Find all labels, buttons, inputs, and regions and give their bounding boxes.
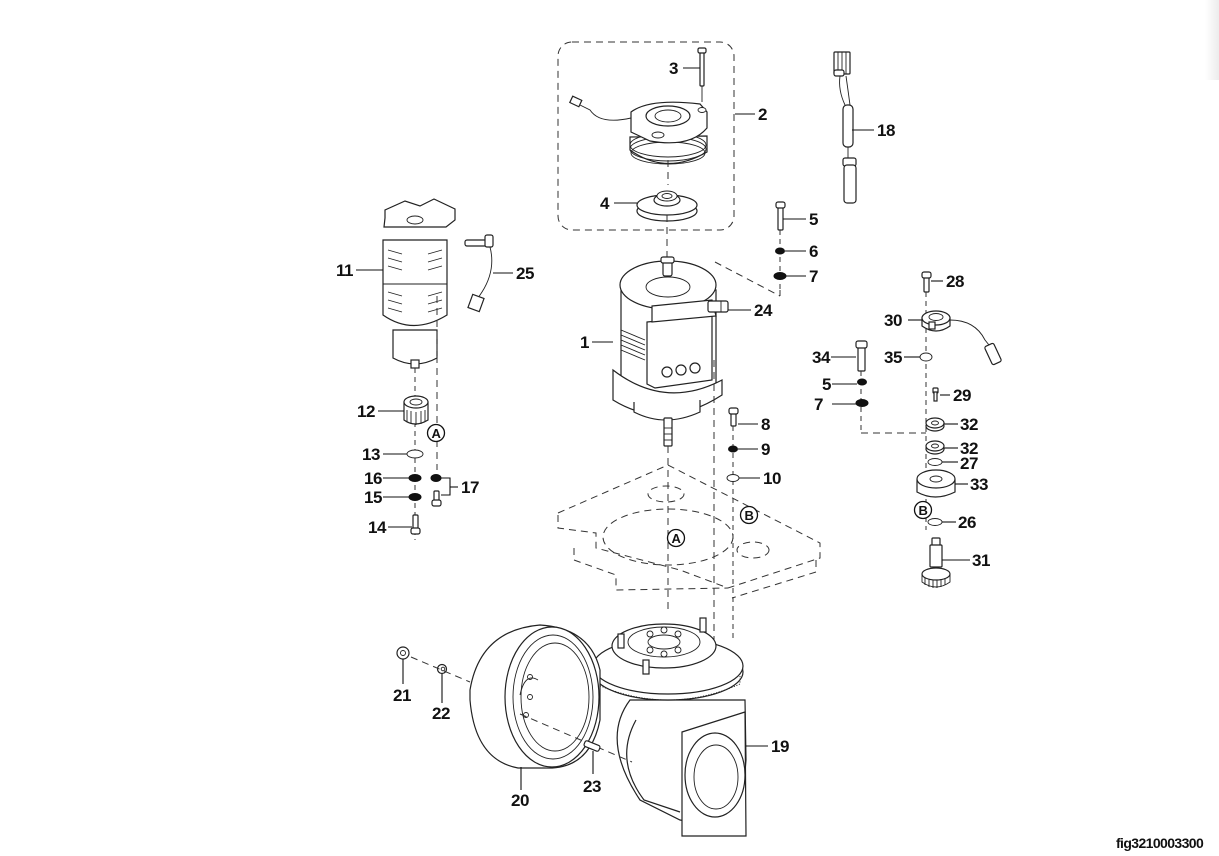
washer-15[interactable]: [408, 493, 422, 501]
callout-25: 25: [516, 264, 534, 283]
washer-9[interactable]: [728, 445, 738, 453]
reference-marker-a-steering-text: A: [432, 426, 442, 441]
callout-23: 23: [583, 777, 601, 796]
pinion-gear-12[interactable]: [403, 395, 429, 425]
callout-32-lower: 32: [960, 439, 978, 458]
callout-26: 26: [958, 513, 976, 532]
brake-bolt-3[interactable]: [697, 47, 707, 102]
callout-35: 35: [884, 348, 902, 367]
encoder-sensor-30[interactable]: [921, 310, 1002, 366]
temperature-sensor-18[interactable]: [833, 51, 857, 204]
callout-15: 15: [364, 488, 382, 507]
bolt-8[interactable]: [728, 407, 739, 427]
callout-6: 6: [809, 242, 818, 261]
callout-29: 29: [953, 386, 971, 405]
callout-10: 10: [763, 469, 781, 488]
bolt-28[interactable]: [921, 271, 932, 293]
gear-shaft-31[interactable]: [921, 537, 951, 588]
washer-17[interactable]: [430, 474, 442, 482]
callout-11: 11: [336, 261, 353, 280]
steering-motor-11[interactable]: [382, 198, 456, 369]
washer-26[interactable]: [927, 518, 943, 526]
mounting-plate-phantom: A B: [557, 464, 821, 599]
washer-7-lower[interactable]: [855, 399, 869, 407]
wheel-stud-23[interactable]: [583, 740, 601, 752]
callout-31: 31: [972, 551, 990, 570]
callout-7-lower: 7: [814, 395, 823, 414]
callout-8: 8: [761, 415, 770, 434]
reference-marker-a-steering: [426, 423, 446, 443]
brake-group: [557, 41, 735, 262]
bolt-14[interactable]: [410, 514, 421, 535]
callout-2: 2: [758, 105, 767, 124]
drive-wheel-20[interactable]: [469, 624, 601, 769]
callout-7-upper: 7: [809, 267, 818, 286]
callout-33: 33: [970, 475, 988, 494]
callout-17: 17: [461, 478, 479, 497]
callout-19: 19: [771, 737, 789, 756]
washer-10[interactable]: [726, 474, 740, 482]
callout-20: 20: [511, 791, 529, 810]
reference-marker-a-plate-text: A: [672, 531, 682, 546]
bearing-housing-33[interactable]: [916, 469, 956, 498]
figure-id-label: fig3210003300: [1116, 835, 1204, 851]
reference-marker-b-shaft-text: B: [919, 503, 928, 518]
callout-14: 14: [368, 518, 387, 537]
bearing-32-lower[interactable]: [925, 440, 945, 455]
callout-21: 21: [393, 686, 411, 705]
drive-motor-1[interactable]: [612, 256, 729, 447]
callout-16: 16: [364, 469, 382, 488]
callout-5-lower: 5: [822, 375, 831, 394]
callout-5-upper: 5: [809, 210, 818, 229]
callout-labels: 3 2 4 18 5 6 7 24 1 11 25 12 13 16 15 14…: [336, 59, 990, 810]
callout-18: 18: [877, 121, 895, 140]
callout-3: 3: [669, 59, 678, 78]
callout-4: 4: [600, 194, 610, 213]
screw-29[interactable]: [932, 387, 939, 402]
nut-21[interactable]: [396, 646, 410, 660]
washer-27[interactable]: [927, 458, 943, 466]
leader-lines: [356, 67, 970, 790]
reference-marker-a-plate: [666, 528, 686, 548]
washer-13[interactable]: [406, 449, 424, 459]
callout-32-upper: 32: [960, 415, 978, 434]
callout-13: 13: [362, 445, 380, 464]
brake-assembly-2[interactable]: [568, 95, 708, 165]
callout-27: 27: [960, 454, 978, 473]
callout-1: 1: [580, 333, 589, 352]
o-ring-35[interactable]: [919, 352, 933, 362]
callout-28: 28: [946, 272, 964, 291]
bearing-32-upper[interactable]: [925, 417, 945, 432]
callout-12: 12: [357, 402, 375, 421]
bolt-17[interactable]: [431, 490, 442, 507]
drive-unit-19[interactable]: [592, 617, 747, 837]
bolt-5-upper[interactable]: [775, 201, 786, 231]
callout-24: 24: [754, 301, 773, 320]
window-edge-shadow: [1205, 0, 1219, 80]
sensor-cable-25[interactable]: [464, 234, 494, 313]
washer-7-upper[interactable]: [773, 272, 787, 280]
callout-22: 22: [432, 704, 450, 723]
callout-30: 30: [884, 311, 902, 330]
washer-5-lower[interactable]: [857, 378, 867, 386]
bolt-34[interactable]: [855, 340, 868, 372]
reference-marker-b-plate-text: B: [745, 508, 754, 523]
callout-9: 9: [761, 440, 770, 459]
reference-marker-b-plate: [739, 505, 759, 525]
reference-marker-b-shaft: [913, 500, 933, 520]
washer-16[interactable]: [408, 474, 422, 482]
callout-34: 34: [812, 348, 831, 367]
brake-group-boundary: [557, 41, 735, 231]
washer-6[interactable]: [775, 247, 785, 255]
